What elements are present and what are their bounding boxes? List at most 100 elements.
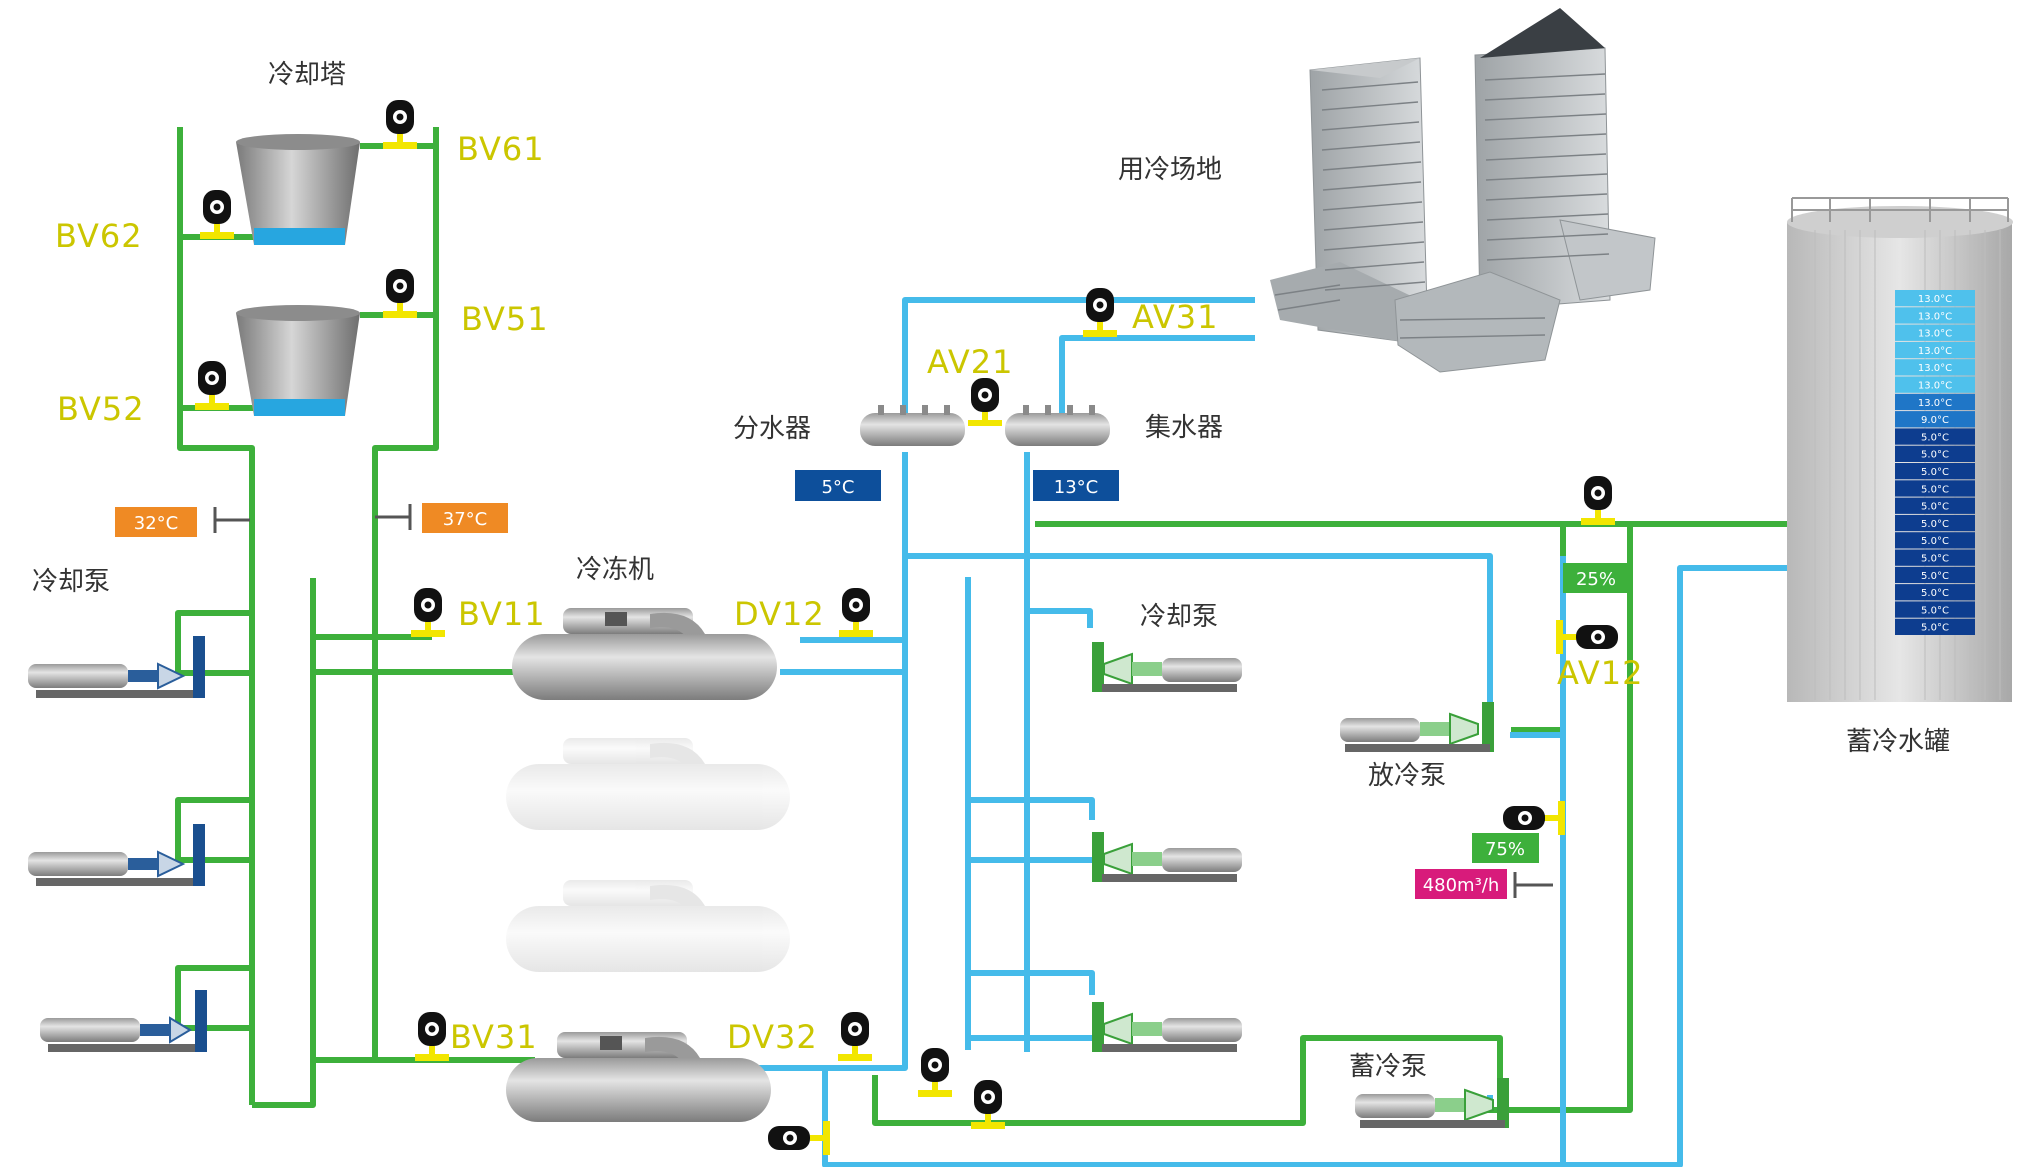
tank-cell — [1895, 601, 1975, 618]
label-storage-tank: 蓄冷水罐 — [1846, 727, 1950, 757]
valve-25-badge — [1563, 563, 1630, 593]
label-cooling-pump-right: 冷却泵 — [1140, 602, 1218, 632]
tank-cell — [1895, 411, 1975, 428]
tank-cell-temp: 5.0°C — [1921, 519, 1949, 530]
flow-rate-text: 480m³/h — [1423, 875, 1500, 896]
tank-cell — [1895, 463, 1975, 480]
tank-cell-temp: 5.0°C — [1921, 536, 1949, 547]
label-bv11: BV11 — [458, 595, 546, 633]
tower-out-temp-sensor: 32°C — [115, 507, 250, 537]
storage-pump — [1355, 1078, 1509, 1128]
label-distributor: 分水器 — [733, 414, 811, 444]
tank-cell-temp: 13.0°C — [1918, 294, 1952, 305]
label-storage-pump: 蓄冷泵 — [1349, 1052, 1427, 1082]
valve-25-text: 25% — [1576, 569, 1616, 590]
tank-cell-temp: 5.0°C — [1921, 450, 1949, 461]
valve-bv52[interactable] — [195, 361, 229, 410]
tank-cell — [1895, 480, 1975, 497]
label-av21: AV21 — [927, 343, 1013, 381]
tank-cell-temp: 13.0°C — [1918, 381, 1952, 392]
valve-bv62[interactable] — [200, 190, 234, 239]
tower-in-temp-text: 37°C — [443, 509, 487, 530]
valve-bv51[interactable] — [383, 269, 417, 318]
tank-cell — [1895, 324, 1975, 341]
user-site-buildings — [1270, 8, 1656, 373]
chiller-1 — [512, 608, 777, 700]
label-collector: 集水器 — [1145, 413, 1223, 443]
label-bv31: BV31 — [450, 1018, 538, 1056]
tank-cell-temp: 13.0°C — [1918, 398, 1952, 409]
tank-cell-temp: 13.0°C — [1918, 311, 1952, 322]
valve-75-badge — [1472, 833, 1539, 863]
tank-cell-temp: 13.0°C — [1918, 346, 1952, 357]
tank-cell-temp: 13.0°C — [1918, 329, 1952, 340]
label-av31: AV31 — [1132, 298, 1218, 336]
valve-av31[interactable] — [1083, 288, 1117, 337]
label-bv51: BV51 — [461, 300, 549, 338]
tower-in-temp-sensor: 37°C — [375, 503, 508, 533]
cooling-pump-left-3 — [40, 990, 207, 1052]
tank-cell — [1895, 532, 1975, 549]
chiller-2 — [506, 738, 790, 830]
return-temp-badge — [1033, 470, 1119, 501]
label-av12: AV12 — [1557, 654, 1643, 692]
valve-discharge-75[interactable] — [1503, 801, 1565, 835]
tower-out-temp-text: 32°C — [134, 513, 178, 534]
tower-out-temp-badge — [115, 507, 197, 537]
label-bv52: BV52 — [57, 390, 145, 428]
label-cooling-tower: 冷却塔 — [268, 60, 346, 90]
tank-cell-temp: 5.0°C — [1921, 554, 1949, 565]
valve-av21[interactable] — [968, 378, 1002, 426]
cooling-pump-right-2 — [1092, 832, 1242, 882]
tank-cell-temp: 9.0°C — [1921, 415, 1949, 426]
tank-cell-temp: 5.0°C — [1921, 623, 1949, 634]
tank-cell — [1895, 445, 1975, 462]
label-user-site: 用冷场地 — [1118, 155, 1222, 185]
tank-cell — [1895, 393, 1975, 411]
tank-cell — [1895, 584, 1975, 601]
tank-cell-temp: 5.0°C — [1921, 605, 1949, 616]
label-bv62: BV62 — [55, 217, 143, 255]
return-temp-text: 13°C — [1054, 477, 1098, 498]
tank-cell-temp: 13.0°C — [1918, 363, 1952, 374]
tank-cell — [1895, 307, 1975, 324]
cooling-tower-top — [236, 134, 360, 245]
chiller-4 — [506, 1032, 771, 1122]
tank-cell — [1895, 428, 1975, 445]
tank-temperature-strip: 13.0°C 13.0°C 13.0°C 13.0°C 13.0°C 13.0°C 13.0… — [1895, 290, 1975, 635]
valve-dv32[interactable] — [838, 1012, 872, 1061]
valve-bv31[interactable] — [415, 1012, 449, 1061]
discharge-pump — [1340, 702, 1494, 752]
tank-cell — [1895, 514, 1975, 532]
tank-cell — [1895, 290, 1975, 307]
tank-cell — [1895, 376, 1975, 393]
flow-rate-badge — [1415, 869, 1507, 899]
tank-cell — [1895, 341, 1975, 359]
tank-cell — [1895, 549, 1975, 566]
valve-bottom-left[interactable] — [768, 1121, 830, 1155]
tank-cell-temp: 5.0°C — [1921, 571, 1949, 582]
valve-av12[interactable] — [1556, 620, 1618, 654]
valve-main-top[interactable] — [1581, 476, 1615, 525]
valve-dv12[interactable] — [839, 588, 873, 637]
chiller-3 — [506, 880, 790, 972]
label-bv61: BV61 — [457, 130, 545, 168]
valve-bottom-b[interactable] — [971, 1080, 1005, 1129]
valve-bv61[interactable] — [383, 100, 417, 149]
valve-bottom-a[interactable] — [918, 1048, 952, 1097]
valve-75-text: 75% — [1485, 839, 1525, 860]
tank-cell — [1895, 497, 1975, 514]
cooling-pump-left-2 — [28, 824, 205, 886]
valve-bv11[interactable] — [411, 588, 445, 637]
collector-header — [1005, 405, 1110, 446]
tower-in-temp-badge — [422, 503, 508, 533]
cooling-tower-bottom — [236, 305, 360, 416]
distributor-header — [860, 405, 965, 446]
flow-meter: 480m³/h — [1415, 869, 1553, 899]
label-discharge-pump: 放冷泵 — [1368, 761, 1446, 791]
tank-cell-temp: 5.0°C — [1921, 588, 1949, 599]
supply-temp-badge — [795, 470, 881, 501]
tank-cell-temp: 5.0°C — [1921, 502, 1949, 513]
tank-cell — [1895, 359, 1975, 376]
